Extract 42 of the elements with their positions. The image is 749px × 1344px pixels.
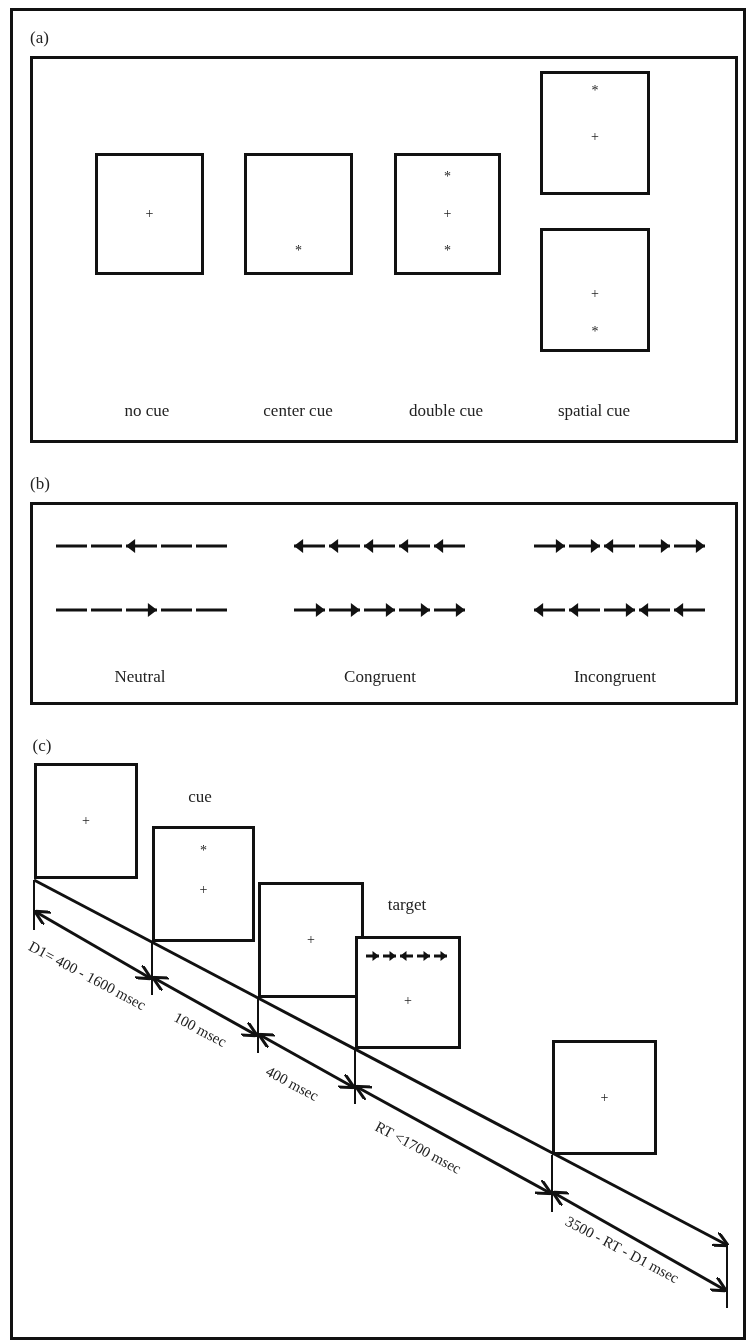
screen-box xyxy=(540,71,650,195)
panel-label: (a) xyxy=(30,28,49,48)
stimulus-symbol: * xyxy=(294,244,303,259)
screen-box xyxy=(552,1040,657,1155)
screen-box xyxy=(152,826,255,942)
screen-caption: cue xyxy=(188,787,212,807)
condition-label: no cue xyxy=(124,401,170,421)
stimulus-symbol: * xyxy=(590,83,600,98)
stimulus-symbol: + xyxy=(442,207,453,221)
stimulus-symbol: + xyxy=(81,814,91,828)
panel-label: (b) xyxy=(30,474,50,494)
screen-box xyxy=(355,936,461,1049)
duration-label: 100 msec xyxy=(170,1009,230,1051)
duration-label: 400 msec xyxy=(262,1063,322,1105)
screen-box xyxy=(394,153,501,275)
stimulus-symbol: + xyxy=(590,286,600,301)
duration-label: RT <1700 msec xyxy=(372,1118,464,1178)
stimulus-symbol: + xyxy=(198,882,209,897)
condition-label: center cue xyxy=(263,401,333,421)
stimulus-symbol: + xyxy=(599,1090,610,1105)
duration-label: D1= 400 - 1600 msec xyxy=(25,937,149,1015)
condition-label: Congruent xyxy=(344,667,416,687)
screen-box xyxy=(34,763,138,879)
stimulus-symbol: * xyxy=(199,844,208,858)
stimulus-symbol: * xyxy=(590,325,600,340)
stimulus-symbol: * xyxy=(443,244,452,259)
stimulus-symbol: + xyxy=(590,129,600,144)
condition-label: Neutral xyxy=(114,667,166,687)
duration-label: 3500 - RT - D1 msec xyxy=(562,1212,682,1288)
condition-label: Incongruent xyxy=(573,667,657,687)
stimulus-symbol: + xyxy=(306,933,316,947)
screen-box xyxy=(244,153,353,275)
stimulus-symbol: + xyxy=(144,207,155,221)
screen-box xyxy=(95,153,204,275)
condition-label: double cue xyxy=(408,401,484,421)
screen-caption: target xyxy=(387,895,427,915)
condition-label: spatial cue xyxy=(557,401,631,421)
stimulus-symbol: * xyxy=(443,169,452,184)
screen-box xyxy=(258,882,364,998)
stimulus-symbol: + xyxy=(403,994,413,1009)
screen-box xyxy=(540,228,650,352)
panel-label: (c) xyxy=(32,736,52,756)
